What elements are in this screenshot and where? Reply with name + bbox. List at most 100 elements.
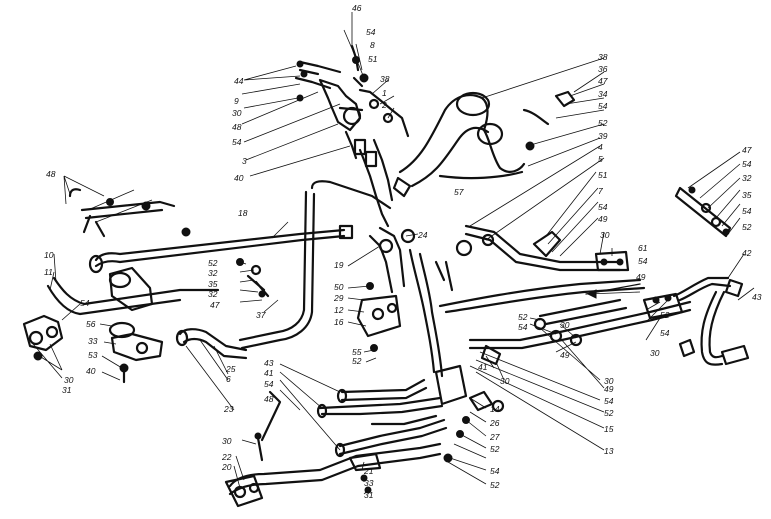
callout-31-bottom: 31 xyxy=(364,490,374,500)
callout-52-r3: 52 xyxy=(604,408,614,418)
callout-36: 36 xyxy=(598,64,608,74)
callout-30-topleft: 30 xyxy=(232,108,242,118)
callout-30-mid: 30 xyxy=(600,230,610,240)
callout-53-left: 53 xyxy=(88,350,98,360)
callout-42: 42 xyxy=(742,248,752,258)
callout-49-mid: 49 xyxy=(598,214,608,224)
top-valve-assembly xyxy=(294,44,410,228)
callout-54-topleft: 54 xyxy=(232,137,242,147)
callout-35-far: 35 xyxy=(742,190,752,200)
callout-6: 6 xyxy=(226,374,231,384)
callout-30-bottom: 30 xyxy=(222,436,232,446)
callout-52-far: 52 xyxy=(742,222,752,232)
callout-52-center: 52 xyxy=(352,356,362,366)
callout-54-mid: 54 xyxy=(598,202,608,212)
callout-51-top: 51 xyxy=(368,54,378,64)
callout-52-low2: 52 xyxy=(490,480,500,490)
callout-52-right: 52 xyxy=(598,118,608,128)
callout-50: 50 xyxy=(334,282,344,292)
callout-54-low: 54 xyxy=(264,379,274,389)
callout-40-top: 40 xyxy=(234,173,244,183)
callout-54-low2: 54 xyxy=(490,466,500,476)
callout-57: 57 xyxy=(454,187,464,197)
callout-47-far: 47 xyxy=(742,145,752,155)
callout-41-r: 41 xyxy=(478,362,488,372)
callout-55: 55 xyxy=(352,347,362,357)
callout-21: 21 xyxy=(363,466,374,476)
parts-layer xyxy=(22,44,750,508)
callout-46-top: 46 xyxy=(352,3,362,13)
callout-18: 18 xyxy=(238,208,248,218)
callout-38-top: 38 xyxy=(380,74,390,84)
callout-43-far: 43 xyxy=(752,292,762,302)
callout-54-top: 54 xyxy=(366,27,376,37)
callout-22: 22 xyxy=(221,452,232,462)
leader-lines xyxy=(27,12,755,495)
callout-13: 13 xyxy=(604,446,614,456)
callout-3: 3 xyxy=(242,156,247,166)
callout-61: 61 xyxy=(638,243,648,253)
callout-19: 19 xyxy=(334,260,344,270)
callout-30-r2: 30 xyxy=(560,320,570,330)
callout-labels: 46 54 8 51 44 9 30 48 54 38 1 2 3 40 38 … xyxy=(44,3,762,500)
callout-54-far: 54 xyxy=(742,159,752,169)
pipe-37 xyxy=(238,180,392,350)
callout-54-right: 54 xyxy=(598,101,608,111)
callout-30-r4: 30 xyxy=(604,376,614,386)
callout-26: 26 xyxy=(489,418,500,428)
callout-23: 23 xyxy=(223,404,234,414)
callout-32-far: 32 xyxy=(742,173,752,183)
callout-56: 56 xyxy=(86,319,96,329)
callout-54-left: 54 xyxy=(80,298,90,308)
callout-30-r5: 30 xyxy=(650,348,660,358)
callout-48-topleft: 48 xyxy=(232,122,242,132)
callout-32-cl: 32 xyxy=(208,268,218,278)
callout-49-r3: 49 xyxy=(604,384,614,394)
callout-48-left: 48 xyxy=(46,169,56,179)
callout-27: 27 xyxy=(489,432,500,442)
callout-49-61: 49 xyxy=(636,272,646,282)
callout-30-r3: 30 xyxy=(500,376,510,386)
callout-51-right: 51 xyxy=(598,170,608,180)
callout-33-bottom: 33 xyxy=(364,478,374,488)
pump-housing xyxy=(108,266,164,384)
callout-54-r4: 54 xyxy=(660,328,670,338)
arrows-layer xyxy=(586,289,641,299)
callout-7: 7 xyxy=(598,186,603,196)
right-plate-and-hoses xyxy=(672,186,750,366)
callout-11: 11 xyxy=(44,267,53,277)
callout-25: 25 xyxy=(225,364,236,374)
callout-12: 12 xyxy=(334,305,344,315)
callout-9: 9 xyxy=(234,96,239,106)
callout-40-left: 40 xyxy=(86,366,96,376)
callout-54-r3: 54 xyxy=(604,396,614,406)
callout-39: 39 xyxy=(598,131,608,141)
callout-20: 20 xyxy=(221,462,232,472)
callout-1: 1 xyxy=(382,88,387,98)
callout-52-54-r: 52 xyxy=(660,310,670,320)
callout-10: 10 xyxy=(44,250,54,260)
callout-52-cl: 52 xyxy=(208,258,218,268)
callout-16: 16 xyxy=(334,317,344,327)
callout-41-low: 41 xyxy=(264,368,274,378)
pipe-18 xyxy=(88,224,354,274)
callout-32-cl2: 32 xyxy=(208,289,218,299)
central-valve-block xyxy=(356,226,454,378)
callout-54-far2: 54 xyxy=(742,206,752,216)
lower-hose-group xyxy=(316,344,505,463)
callout-14: 14 xyxy=(490,404,500,414)
bottom-pipe xyxy=(224,390,442,508)
callout-34: 34 xyxy=(598,89,608,99)
callout-49-r2: 49 xyxy=(560,350,570,360)
callout-54-r2: 54 xyxy=(518,322,528,332)
callout-47-cl: 47 xyxy=(210,300,220,310)
callout-47-right: 47 xyxy=(598,76,608,86)
callout-52-low: 52 xyxy=(490,444,500,454)
callout-44: 44 xyxy=(234,76,244,86)
callout-2: 2 xyxy=(381,100,387,110)
callout-15: 15 xyxy=(604,424,614,434)
callout-4: 4 xyxy=(598,142,603,152)
left-bracket-group xyxy=(22,188,220,361)
